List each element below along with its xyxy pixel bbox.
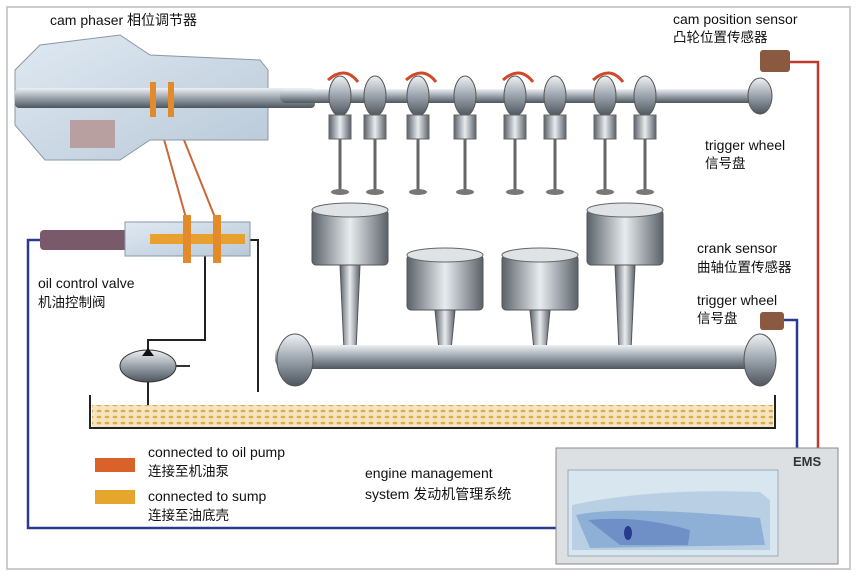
valve-head <box>506 189 524 195</box>
valve-spring <box>363 114 387 140</box>
rotation-arrow <box>327 71 360 83</box>
cam-phaser-label: cam phaser 相位调节器 <box>50 12 198 28</box>
oil-line-b <box>177 124 219 226</box>
valve-head <box>456 189 474 195</box>
valve-head <box>331 189 349 195</box>
crankshaft <box>275 345 775 369</box>
oil-line-a <box>159 124 189 226</box>
sump-line <box>248 239 259 392</box>
legend-sump-label-zh: 连接至油底壳 <box>148 508 229 524</box>
connecting-rod <box>339 264 361 351</box>
valve-spring <box>593 114 617 140</box>
valve-spring <box>543 114 567 140</box>
valve-head <box>636 189 654 195</box>
cam-lobe <box>406 75 430 117</box>
oil-control-valve-graphic <box>40 215 251 263</box>
valve-head <box>409 189 427 195</box>
legend-swatch-sump <box>95 490 135 504</box>
crank-sensor-label: crank sensor <box>697 240 778 256</box>
oil-control-valve-label-zh: 机油控制阀 <box>38 295 106 311</box>
piston <box>406 254 484 311</box>
cam-sensor-wire <box>790 60 820 448</box>
trigger-wheel-top-label: trigger wheel <box>705 137 786 153</box>
ems-label-line2: system 发动机管理系统 <box>365 486 512 502</box>
cam-lobe <box>503 75 527 117</box>
piston <box>501 254 579 311</box>
rotation-arrow <box>502 71 535 83</box>
cam-lobe <box>328 75 352 117</box>
cam-trigger-wheel <box>747 77 773 115</box>
legend-oil-pump-label: connected to oil pump <box>148 444 285 460</box>
valve-spring <box>453 114 477 140</box>
cam-lobe <box>543 75 567 117</box>
ems-label-line1: engine management <box>365 465 493 481</box>
ocv-wire <box>26 238 556 530</box>
legend-sump-label: connected to sump <box>148 488 267 504</box>
piston <box>311 209 389 266</box>
cam-position-sensor-label: cam position sensor <box>673 11 798 27</box>
valve-spring <box>503 114 527 140</box>
crank-trigger-wheel <box>743 333 777 387</box>
connecting-rod <box>614 264 636 351</box>
trigger-wheel-top-label-zh: 信号盘 <box>705 156 746 172</box>
cam-phaser <box>14 34 315 161</box>
crank-sensor-body <box>760 312 784 330</box>
ems-box <box>555 447 839 565</box>
legend-swatch-oil-pump <box>95 458 135 472</box>
rotation-arrow <box>592 71 625 83</box>
cam-position-sensor-label-zh: 凸轮位置传感器 <box>673 30 768 46</box>
legend-oil-pump-label-zh: 连接至机油泵 <box>148 464 229 480</box>
crank-sensor-label-zh: 曲轴位置传感器 <box>697 260 792 276</box>
pump-line <box>147 240 206 352</box>
trigger-wheel-bottom-label: trigger wheel <box>697 292 778 308</box>
valve-spring <box>406 114 430 140</box>
trigger-wheel-bottom-label-zh: 信号盘 <box>697 311 738 327</box>
connecting-rod <box>529 309 551 351</box>
frame <box>6 6 851 570</box>
oil-control-valve-label: oil control valve <box>38 275 135 291</box>
valve-head <box>366 189 384 195</box>
oil-pan <box>89 395 776 429</box>
valve-spring <box>328 114 352 140</box>
connecting-rod <box>434 309 456 351</box>
cam-lobe <box>593 75 617 117</box>
cam-position-sensor-body <box>760 50 790 72</box>
valve-head <box>596 189 614 195</box>
rotation-arrow <box>405 71 438 83</box>
ems-box-label: EMS <box>793 454 822 469</box>
crank-sensor-wire <box>780 318 799 448</box>
cam-lobe <box>453 75 477 117</box>
cam-lobe <box>633 75 657 117</box>
oil <box>92 405 773 427</box>
valve-spring <box>633 114 657 140</box>
piston <box>586 209 664 266</box>
cam-lobe <box>363 75 387 117</box>
valve-head <box>546 189 564 195</box>
